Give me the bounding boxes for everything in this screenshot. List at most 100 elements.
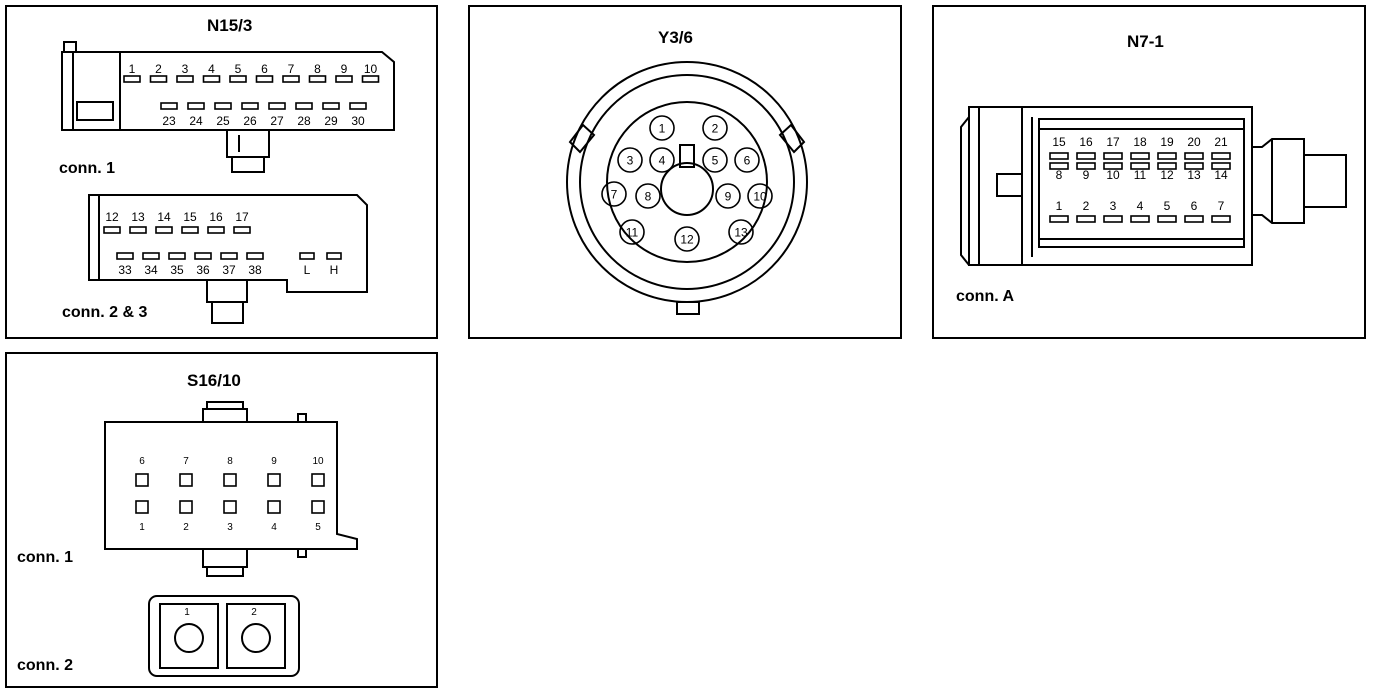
pin-label: 12 xyxy=(1160,168,1174,182)
pin-label: 10 xyxy=(364,62,378,76)
pin-circle xyxy=(715,183,741,209)
pin-label: 6 xyxy=(744,154,751,168)
pin-label: 12 xyxy=(105,210,119,224)
pin-label: 16 xyxy=(1079,135,1093,149)
pin-slot xyxy=(129,226,147,234)
pin-slot xyxy=(135,500,149,514)
pin-label: 30 xyxy=(351,114,365,128)
pin-slot xyxy=(268,102,286,110)
panel-title: N15/3 xyxy=(207,16,252,35)
pin-label: 3 xyxy=(1110,199,1117,213)
pin-label: 37 xyxy=(222,263,236,277)
pin-label: 5 xyxy=(712,154,719,168)
pin-slot xyxy=(1076,152,1096,160)
pin-slot xyxy=(311,473,325,487)
pin-circle xyxy=(702,115,728,141)
pin-slot xyxy=(223,473,237,487)
pin-label: 23 xyxy=(162,114,176,128)
pin-label: 11 xyxy=(626,226,639,240)
pin-slot xyxy=(207,226,225,234)
pin-slot xyxy=(326,252,342,260)
pin-label: 16 xyxy=(209,210,223,224)
pin-label: 29 xyxy=(324,114,338,128)
pin-label: H xyxy=(330,263,339,277)
pin-slot xyxy=(223,500,237,514)
pin-label: 17 xyxy=(1106,135,1120,149)
pin-label: 11 xyxy=(1134,168,1147,182)
pin-label: 4 xyxy=(1137,199,1144,213)
pin-slot xyxy=(168,252,186,260)
pin-label: 6 xyxy=(1191,199,1198,213)
pin-label: 8 xyxy=(645,190,652,204)
pin-slot xyxy=(149,75,168,83)
pin-slot xyxy=(308,75,327,83)
pin-slot xyxy=(1076,162,1096,170)
y3-6-housing xyxy=(566,61,808,315)
pin-label: 1 xyxy=(1056,199,1063,213)
pin-label: 5 xyxy=(235,62,242,76)
conn-a-label: conn. A xyxy=(956,288,1015,305)
conn23-label: conn. 2 & 3 xyxy=(62,304,147,321)
pin-label: 36 xyxy=(196,263,210,277)
pin-slot xyxy=(179,473,193,487)
pin-circle xyxy=(734,147,760,173)
pin-circle xyxy=(635,183,661,209)
pin-slot xyxy=(299,252,315,260)
pin-label: 2 xyxy=(1083,199,1090,213)
pin-label: 6 xyxy=(139,456,145,467)
pin-slot xyxy=(229,75,247,83)
pin-label: 5 xyxy=(1164,199,1171,213)
pin-slot xyxy=(1211,162,1231,170)
pin-label: 25 xyxy=(216,114,230,128)
panel-title: Y3/6 xyxy=(658,28,693,47)
conn2-label: conn. 2 xyxy=(17,657,73,674)
pin-slot xyxy=(311,500,325,514)
pin-slot xyxy=(176,75,194,83)
pin-label: 14 xyxy=(1214,168,1228,182)
pin-slot xyxy=(267,473,281,487)
pin-circle xyxy=(702,147,728,173)
pin-slot xyxy=(255,75,274,83)
pin-label: 38 xyxy=(248,263,262,277)
pin-slot xyxy=(1211,215,1231,223)
pin-circle xyxy=(649,115,675,141)
pin-slot xyxy=(1130,215,1150,223)
pin-slot xyxy=(1103,152,1123,160)
pin-slot xyxy=(1049,215,1069,223)
pin-label: 4 xyxy=(271,522,277,533)
pin-slot xyxy=(335,75,353,83)
pin-label: 9 xyxy=(725,190,732,204)
pin-circle xyxy=(619,219,645,245)
pin-slot xyxy=(1103,162,1123,170)
pin-label: 2 xyxy=(251,607,257,618)
pin-label: 9 xyxy=(1083,168,1090,182)
pin-label: 5 xyxy=(315,522,321,533)
pin-label: 19 xyxy=(1160,135,1174,149)
pin-label: 7 xyxy=(1218,199,1225,213)
pin-label: 14 xyxy=(157,210,171,224)
pin-slot xyxy=(1184,162,1204,170)
n15-conn1-housing xyxy=(61,41,395,173)
panel-title: S16/10 xyxy=(187,371,241,390)
pin-label: 28 xyxy=(297,114,311,128)
n15-conn23-housing xyxy=(88,194,368,324)
pin-slot xyxy=(135,473,149,487)
pin-label: 8 xyxy=(314,62,321,76)
pin-label: 33 xyxy=(118,263,132,277)
pin-circle xyxy=(617,147,643,173)
pin-slot xyxy=(1157,215,1177,223)
pin-label: 3 xyxy=(182,62,189,76)
pin-slot xyxy=(246,252,264,260)
pin-slot xyxy=(1157,162,1177,170)
pin-slot xyxy=(123,75,141,83)
s16-10-conn2-housing xyxy=(148,595,300,677)
pin-slot xyxy=(233,226,251,234)
pin-slot xyxy=(181,226,199,234)
